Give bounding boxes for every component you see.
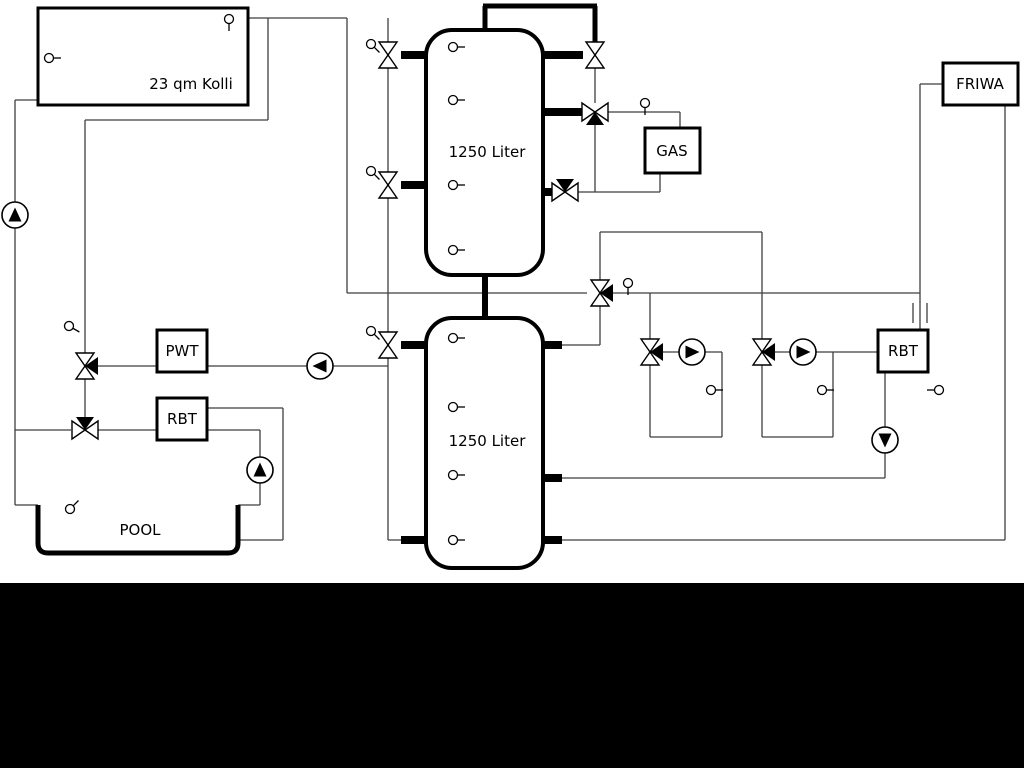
pool-pump-icon [246, 456, 274, 484]
three-way-valve-icon [590, 279, 613, 307]
three-way-valve-icon [640, 338, 663, 366]
temperature-sensor-icon [62, 319, 83, 337]
schematic-canvas: 23 qm Kolli 1250 Liter 1250 Liter PWT RB… [1, 3, 1020, 570]
shutoff-valve-icon [378, 41, 398, 69]
solar-pump-icon [1, 201, 29, 229]
rbt-return-pump-icon [871, 426, 899, 454]
pwt-label: PWT [165, 342, 199, 360]
solar-piping [14, 17, 347, 505]
three-way-valve-icon [752, 338, 775, 366]
pool-basin [35, 505, 241, 556]
solar-collector-label: 23 qm Kolli [149, 75, 233, 93]
shutoff-valve-icon [378, 171, 398, 199]
three-way-valve-icon [551, 179, 579, 202]
temperature-sensor-icon [705, 384, 724, 396]
three-way-valve-icon [71, 417, 99, 440]
temperature-sensor-icon [363, 36, 384, 57]
friwa-piping [562, 83, 1006, 541]
letterbox-bottom-band [0, 583, 1024, 768]
buffer-tank-top-label: 1250 Liter [449, 143, 527, 161]
pwt-heat-exchanger-box [155, 328, 209, 374]
buffer-tank-top [424, 28, 545, 277]
heating-pump-1-icon [678, 338, 706, 366]
heating-circuit-piping [649, 232, 878, 438]
solar-collector-box [36, 6, 250, 107]
shutoff-valve-icon [378, 331, 398, 359]
gas-boiler-label: GAS [656, 142, 687, 160]
temperature-sensor-icon [816, 384, 835, 396]
three-way-valve-icon [75, 352, 98, 380]
rbt-left-box [155, 396, 209, 442]
temperature-sensor-icon [926, 384, 945, 396]
gas-boiler-box [643, 126, 702, 175]
pool-label: POOL [119, 521, 161, 539]
tank-top-header [482, 3, 598, 44]
friwa-station-box [941, 61, 1020, 107]
tank-connection-stubs [401, 51, 583, 544]
rbt-right-label: RBT [888, 342, 919, 360]
rbt-right-box [876, 328, 930, 374]
shutoff-valve-icon [585, 41, 605, 69]
buffer-charge-pump-icon [306, 352, 334, 380]
three-way-valve-icon [581, 102, 609, 125]
buffer-tank-bottom-label: 1250 Liter [449, 432, 527, 450]
buffer-piping [346, 18, 920, 541]
heating-pump-2-icon [789, 338, 817, 366]
friwa-label: FRIWA [956, 75, 1004, 93]
pool-piping [15, 365, 388, 541]
buffer-tank-bottom [424, 316, 545, 570]
gas-piping [577, 68, 681, 193]
rbt-left-label: RBT [167, 410, 198, 428]
temperature-sensor-icon [62, 496, 83, 517]
